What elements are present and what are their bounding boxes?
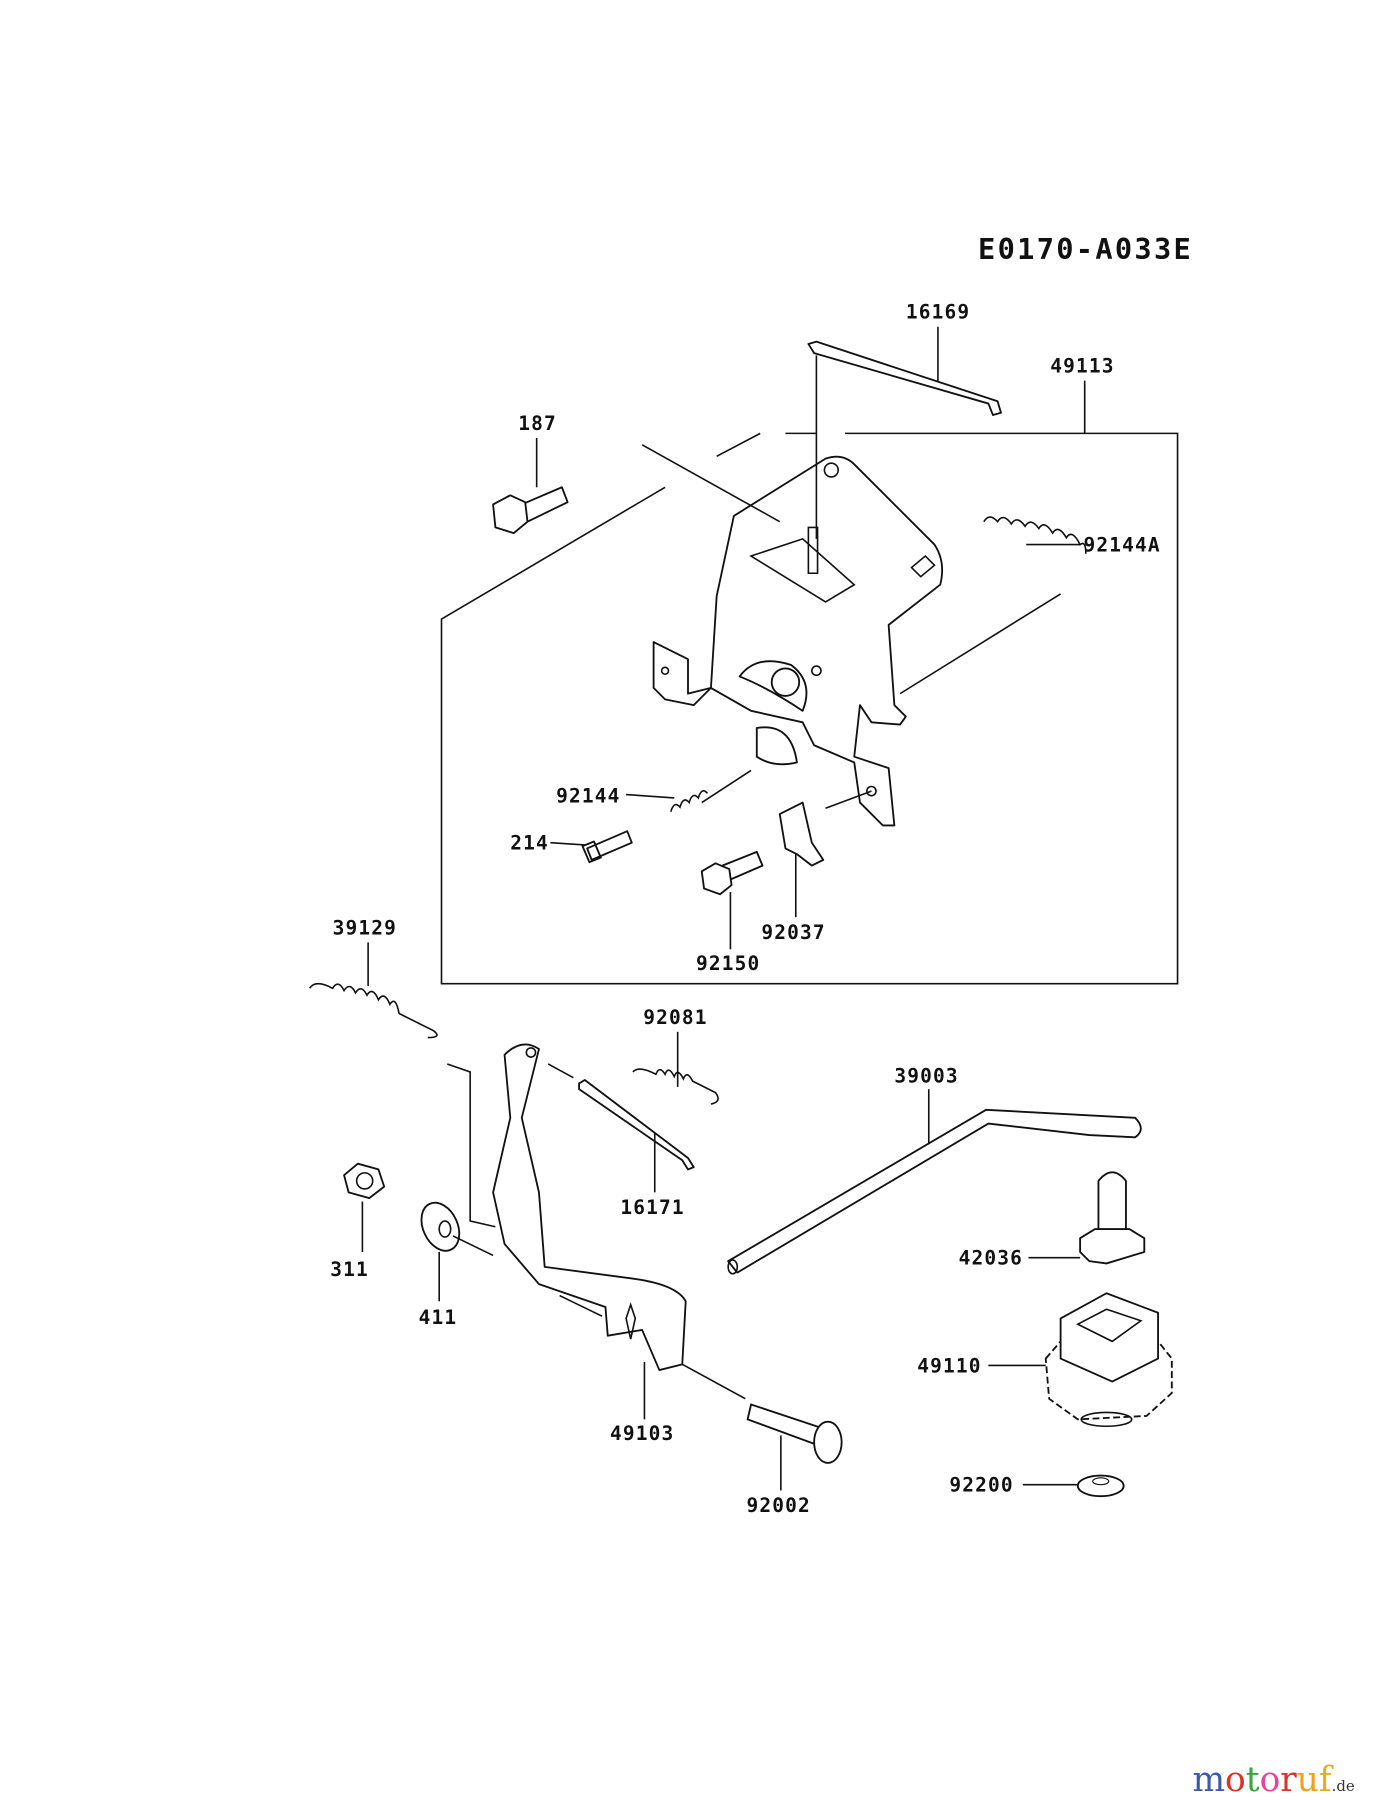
- part-label-92200: 92200: [949, 1474, 1013, 1497]
- part-label-42036: 42036: [959, 1247, 1023, 1270]
- control-plate-part: [652, 455, 944, 827]
- screw-part: [581, 830, 633, 864]
- spring-part: [983, 516, 1087, 554]
- part-label-16171: 16171: [620, 1196, 684, 1219]
- part-label-39003: 39003: [894, 1064, 958, 1087]
- part-label-187: 187: [518, 412, 557, 435]
- pin-part: [746, 1403, 843, 1464]
- nut-part: [343, 1162, 386, 1200]
- spring-part: [632, 1068, 719, 1105]
- part-label-311: 311: [330, 1258, 369, 1281]
- part-label-49113: 49113: [1050, 355, 1114, 378]
- bolt-part: [492, 486, 569, 535]
- clip-part: [778, 801, 825, 867]
- part-label-411: 411: [419, 1306, 458, 1329]
- part-label-214: 214: [510, 832, 549, 855]
- lever-part: [492, 1043, 687, 1371]
- part-label-49110: 49110: [917, 1354, 981, 1377]
- part-label-92002: 92002: [746, 1494, 810, 1517]
- diagram-code: E0170-A033E: [978, 232, 1193, 266]
- watermark-logo: motoruf.de: [1192, 1760, 1354, 1800]
- gear-part: [1044, 1292, 1173, 1428]
- part-label-39129: 39129: [333, 916, 397, 939]
- part-label-92144: 92144: [556, 785, 620, 808]
- shaft-part: [727, 1108, 1142, 1274]
- part-label-92081: 92081: [643, 1006, 707, 1029]
- rod-part: [807, 340, 1002, 416]
- part-label-92144A: 92144A: [1084, 533, 1161, 556]
- washer-part: [1076, 1474, 1125, 1498]
- governor-pin-part: [1079, 1171, 1146, 1265]
- washer-part: [420, 1201, 461, 1252]
- assembly-box: [440, 380, 1179, 985]
- part-label-16169: 16169: [906, 301, 970, 324]
- rod-part: [578, 1079, 695, 1171]
- part-label-92150: 92150: [696, 952, 760, 975]
- part-label-49103: 49103: [610, 1422, 674, 1445]
- leader: [641, 444, 781, 523]
- spring-part: [308, 982, 438, 1039]
- small-spring-part: [670, 790, 709, 812]
- part-label-92037: 92037: [761, 921, 825, 944]
- bolt-part: [700, 850, 764, 896]
